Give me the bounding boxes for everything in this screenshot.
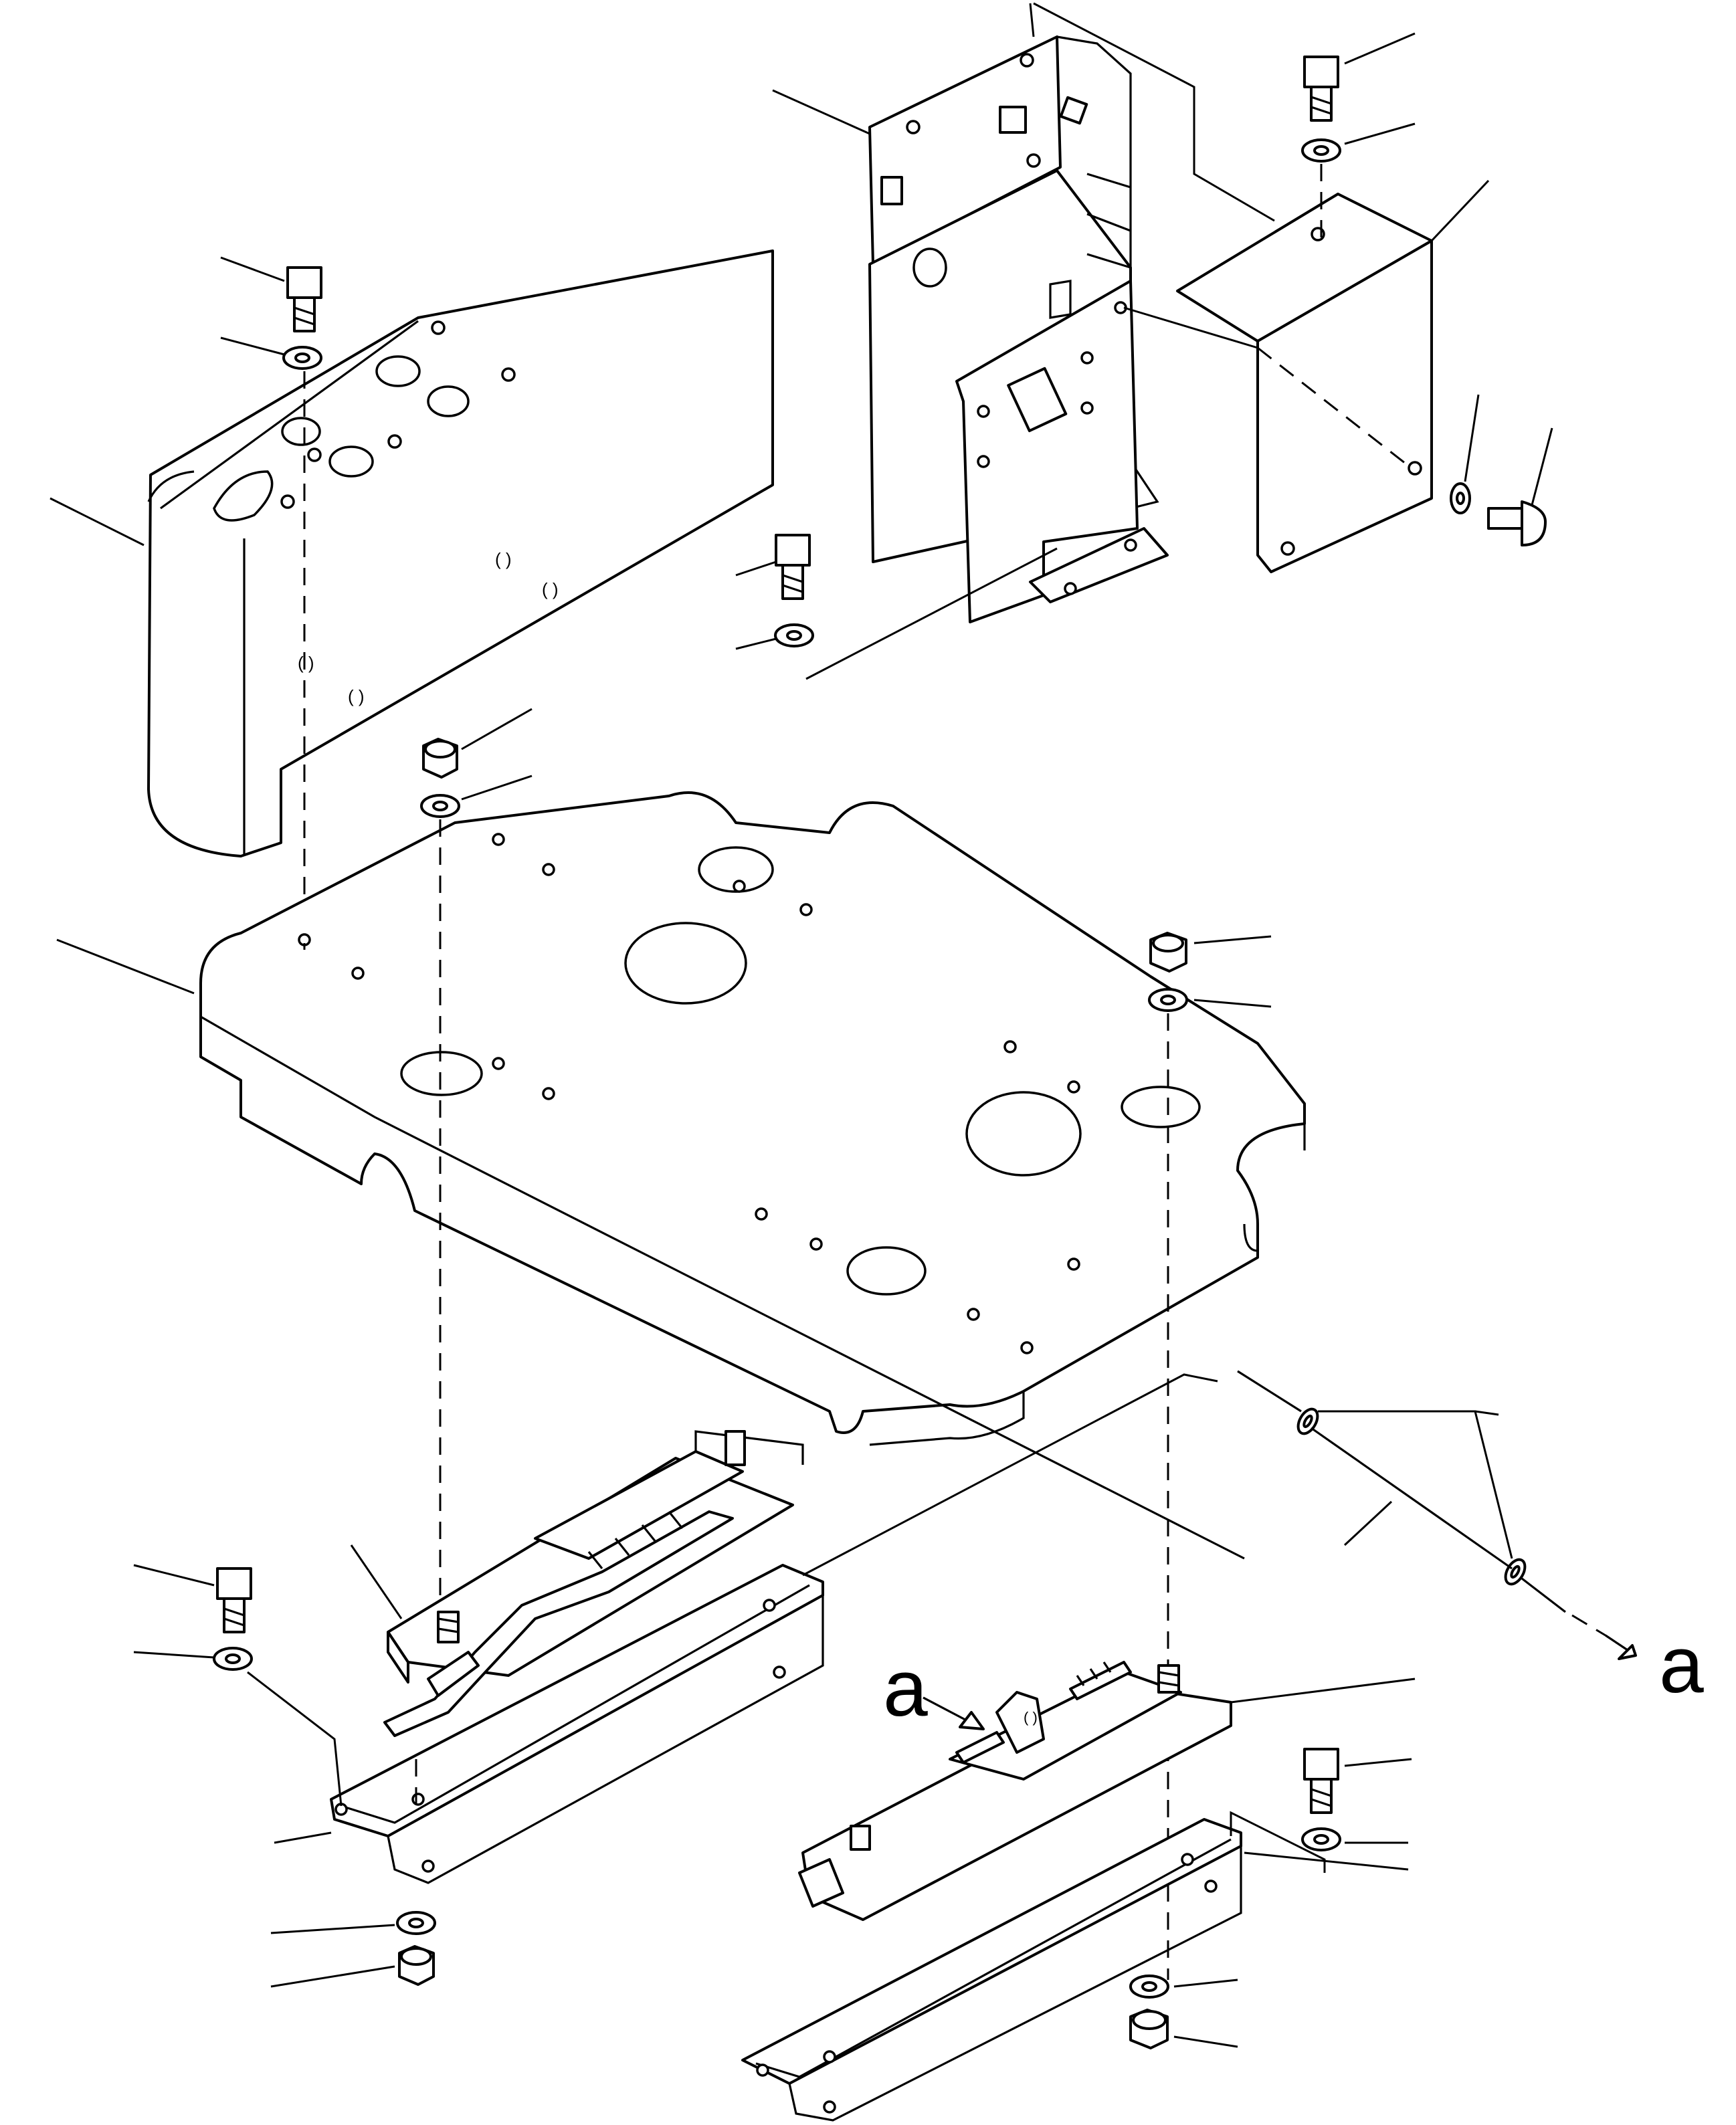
nut-right-rail-bottom	[1129, 2009, 1169, 2049]
floor-plate	[199, 791, 1306, 1560]
bolt-small-cover-top	[1303, 56, 1339, 122]
washer-right-rail-bottom	[1129, 1975, 1169, 1999]
right-seat-slide-rail: ( )	[798, 1661, 1232, 1921]
right-console-base-flange	[1029, 527, 1169, 603]
svg-text:( ): ( )	[1024, 1709, 1038, 1726]
washer-small-cover-top	[1301, 138, 1341, 163]
nut-floor-plate-left	[422, 738, 458, 779]
washer-right-rail	[1301, 1827, 1341, 1851]
right-seat-base-rail	[741, 1818, 1242, 2122]
washer-floor-plate-left	[420, 794, 460, 818]
left-console-cover: ( ) ( ) ( ) ( )	[147, 249, 774, 857]
bolt-right-console	[775, 534, 811, 600]
cable-clip-lower	[1504, 1558, 1527, 1586]
bolt-left-cover	[286, 266, 322, 332]
bolt-small-cover-side	[1487, 500, 1547, 546]
left-seat-base-rail	[330, 1564, 824, 1884]
left-seat-slide-rail	[383, 1430, 804, 1737]
callout-a-right: a	[1659, 1620, 1704, 1710]
svg-text:( ): ( )	[495, 549, 512, 569]
small-cover-box	[1176, 193, 1433, 573]
washer-right-console	[774, 623, 814, 647]
nut-left-rail-bottom	[398, 1945, 435, 1986]
bolt-right-rail	[1303, 1748, 1339, 1814]
right-console-front-plate	[955, 280, 1139, 623]
svg-text:( ): ( )	[542, 579, 559, 599]
svg-text:( ): ( )	[348, 686, 365, 706]
svg-text:( ): ( )	[298, 653, 314, 673]
callout-a-left: a	[883, 1643, 928, 1733]
washer-floor-plate-right	[1148, 988, 1188, 1012]
cable-clip-upper	[1296, 1407, 1319, 1435]
washer-left-rail	[213, 1647, 253, 1671]
bolt-left-rail	[216, 1567, 252, 1633]
washer-left-rail-bottom	[396, 1911, 436, 1935]
nut-floor-plate-right	[1149, 932, 1187, 973]
washer-small-cover-side	[1450, 482, 1471, 514]
washer-left-cover	[282, 346, 322, 370]
